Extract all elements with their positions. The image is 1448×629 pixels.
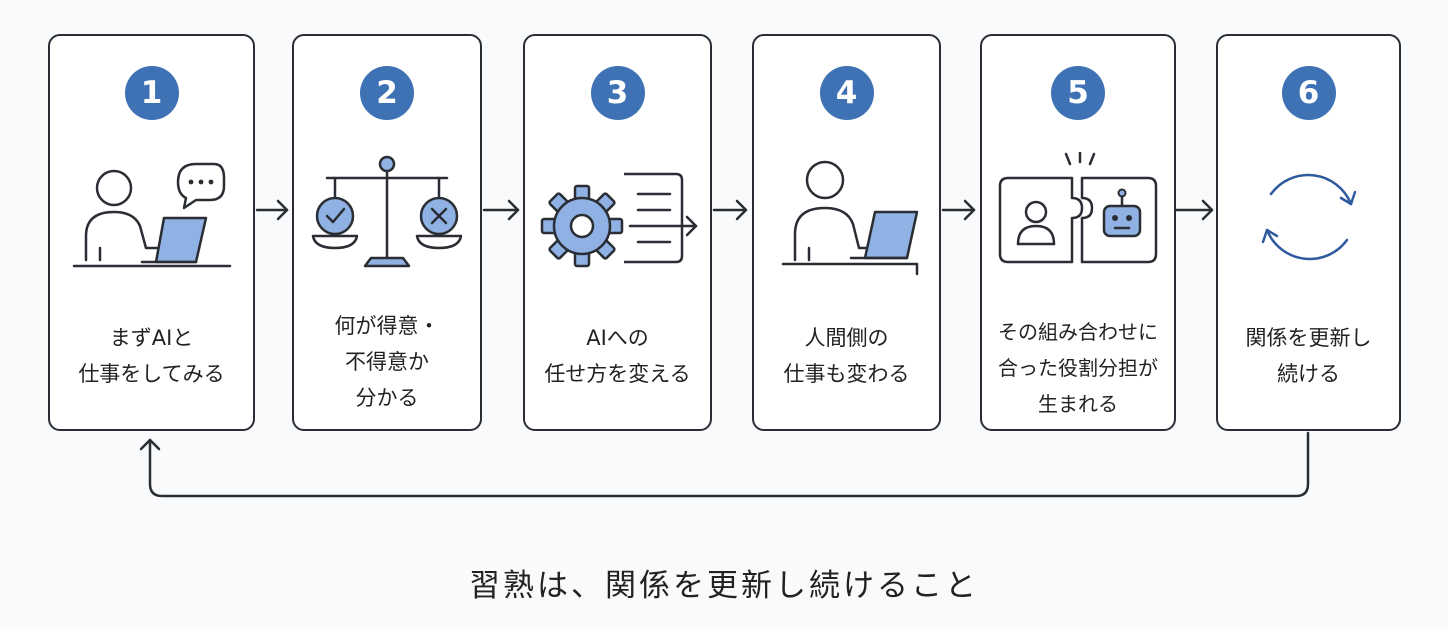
step-label: AIへの 任せ方を変える xyxy=(544,326,691,386)
step-card-5: 5 その組み合わせに 合った役割分担が 生まれる xyxy=(980,34,1176,431)
person-laptop-icon xyxy=(781,160,918,276)
step-number-badge: 6 xyxy=(1281,66,1336,120)
arrow-4-5 xyxy=(941,199,976,221)
step-card-6: 6 関係を更新し 続ける xyxy=(1216,34,1401,431)
puzzle-human-robot-icon xyxy=(998,152,1158,264)
step-number-badge: 2 xyxy=(360,66,414,120)
step-label: 何が得意・ 不得意か 分かる xyxy=(334,314,440,410)
step-label: その組み合わせに 合った役割分担が 生まれる xyxy=(998,320,1158,416)
step-card-1: 1 まずAIと 仕事をしてみる xyxy=(48,34,255,431)
step-card-2: 2 何が得意・ 不得意か 分かる xyxy=(292,34,482,431)
cycle-arrows-icon xyxy=(1261,173,1356,261)
person-laptop-chat-icon xyxy=(72,162,231,268)
arrow-2-3 xyxy=(482,199,520,221)
diagram-caption: 習熟は、関係を更新し続けること xyxy=(469,568,979,604)
gear-document-icon xyxy=(540,172,697,268)
step-label: まずAIと 仕事をしてみる xyxy=(78,326,225,386)
arrow-5-6 xyxy=(1174,199,1214,221)
arrow-1-2 xyxy=(255,199,289,221)
step-number-badge: 4 xyxy=(819,66,874,120)
step-number-badge: 1 xyxy=(124,66,179,120)
feedback-loop-arrow xyxy=(139,431,1310,498)
step-number-badge: 3 xyxy=(590,66,645,120)
arrow-3-4 xyxy=(712,199,748,221)
step-number-badge: 5 xyxy=(1051,66,1105,120)
step-card-4: 4 人間側の 仕事も変わる xyxy=(752,34,941,431)
step-label: 人間側の 仕事も変わる xyxy=(783,326,910,386)
balance-scale-icon xyxy=(311,155,463,268)
step-card-3: 3 AIへの 任せ方を変える xyxy=(523,34,712,431)
step-label: 関係を更新し 続ける xyxy=(1245,326,1372,386)
